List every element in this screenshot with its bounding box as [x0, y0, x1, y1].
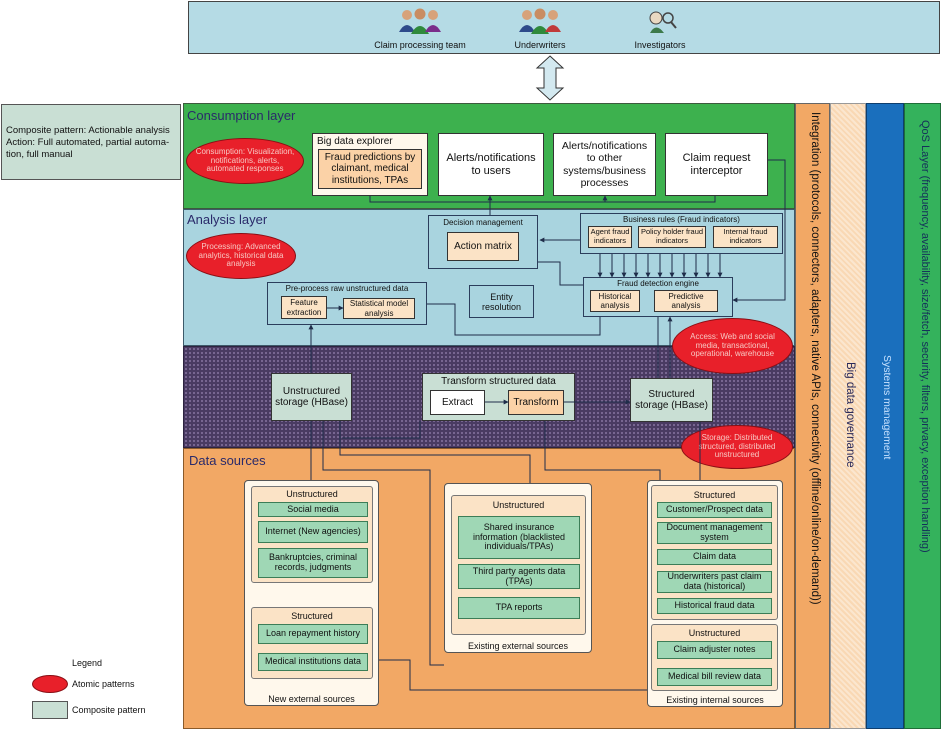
predictive-analysis-box: Predictive analysis: [654, 290, 718, 312]
layer-title: Consumption layer: [187, 108, 296, 123]
governance-label: Big data governance: [844, 362, 856, 468]
people-group-icon: [519, 8, 561, 34]
systems-bar: [866, 103, 904, 729]
note-line: Action: Full automated, partial automa-: [6, 136, 170, 148]
user-investigators: Investigators: [610, 3, 710, 53]
extract-box: Extract: [430, 390, 485, 415]
list-item: Medical bill review data: [657, 668, 772, 686]
list-item: TPA reports: [458, 597, 580, 619]
list-item: Medical institutions data: [258, 653, 368, 671]
group-title: Unstructured: [286, 489, 338, 499]
user-label: Underwriters: [514, 40, 566, 50]
user-label: Claim processing team: [374, 40, 466, 50]
legend-atomic-swatch: [32, 675, 68, 693]
atomic-pattern-oval: Storage: Distributed structured, distrib…: [681, 425, 793, 469]
alerts-users-box: Alerts/notifications to users: [438, 133, 544, 196]
atomic-pattern-oval: Access: Web and social media, transactio…: [672, 318, 793, 374]
qos-label: QoS Layer (frequency, availability, size…: [919, 120, 931, 553]
explorer-title: Big data explorer: [317, 136, 393, 147]
fraud-predictions-box: Fraud predictions by claimant, medical i…: [318, 149, 422, 189]
list-item: Underwriters past claim data (historical…: [657, 571, 772, 593]
atomic-pattern-oval: Consumption: Visualization, notification…: [186, 138, 304, 184]
list-item: Claim adjuster notes: [657, 641, 772, 659]
list-item: Social media: [258, 502, 368, 517]
preprocess-title: Pre-process raw unstructured data: [285, 284, 409, 293]
historical-analysis-box: Historical analysis: [590, 290, 640, 312]
structured-storage-box: Structured storage (HBase): [630, 378, 713, 422]
transform-box: Transform: [508, 390, 564, 415]
group-title: Structured: [291, 611, 333, 621]
panel-footer: Existing external sources: [467, 641, 569, 651]
layer-title: Analysis layer: [187, 212, 268, 227]
group-title: Unstructured: [492, 500, 545, 510]
panel-footer: Existing internal sources: [666, 695, 764, 705]
list-item: Shared insurance information (blackliste…: [458, 516, 580, 559]
internal-fraud-box: Internal fraud indicators: [713, 226, 778, 248]
governance-bar: [830, 103, 866, 729]
layer-title: Data sources: [189, 453, 266, 468]
list-item: Bankruptcies, criminal records, judgment…: [258, 548, 368, 578]
legend-composite-swatch: [32, 701, 68, 719]
people-group-icon: [399, 8, 441, 34]
user-underwriters: Underwriters: [490, 3, 590, 53]
list-item: Third party agents data (TPAs): [458, 564, 580, 589]
list-item: Claim data: [657, 549, 772, 565]
integration-label: Integration (protocols, connectors, adap…: [809, 112, 821, 605]
list-item: Document management system: [657, 522, 772, 544]
user-label: Investigators: [634, 40, 686, 50]
alerts-other-box: Alerts/notifications to other systems/bu…: [553, 133, 656, 196]
rules-title: Business rules (Fraud indicators): [623, 215, 740, 224]
composite-note: Composite pattern: Actionable analysis A…: [1, 104, 181, 180]
statistical-model-box: Statistical model analysis: [343, 298, 415, 319]
entity-resolution-box: Entity resolution: [469, 285, 534, 318]
legend-composite-label: Composite pattern: [72, 705, 146, 715]
claim-interceptor-box: Claim request interceptor: [665, 133, 768, 196]
note-line: tion, full manual: [6, 148, 73, 160]
list-item: Customer/Prospect data: [657, 502, 772, 518]
integration-bar: [795, 103, 830, 729]
group-title: Unstructured: [688, 628, 741, 638]
list-item: Historical fraud data: [657, 598, 772, 614]
transform-title: Transform structured data: [441, 376, 556, 387]
user-claim-team: Claim processing team: [360, 3, 480, 53]
policy-holder-box: Policy holder fraud indicators: [638, 226, 706, 248]
panel-footer: New external sources: [268, 694, 355, 704]
legend-title: Legend: [72, 658, 103, 668]
atomic-pattern-oval: Processing: Advanced analytics, historic…: [186, 233, 296, 279]
qos-bar: [904, 103, 941, 729]
agent-fraud-box: Agent fraud indicators: [588, 226, 632, 248]
legend-atomic-label: Atomic patterns: [72, 679, 135, 689]
note-line: Composite pattern: Actionable analysis: [6, 125, 170, 136]
systems-label: Systems management: [881, 355, 893, 460]
feature-extraction-box: Feature extraction: [281, 296, 327, 319]
double-arrow: [535, 55, 565, 101]
users-bar: [188, 1, 940, 54]
entity-label: Entity resolution: [481, 291, 522, 312]
decision-title: Decision management: [443, 218, 523, 227]
action-matrix-box: Action matrix: [447, 232, 519, 261]
engine-title: Fraud detection engine: [617, 279, 699, 288]
list-item: Internet (New agencies): [258, 521, 368, 543]
unstructured-storage-box: Unstructured storage (HBase): [271, 373, 352, 421]
list-item: Loan repayment history: [258, 624, 368, 644]
investigator-icon: [649, 11, 677, 33]
group-title: Structured: [693, 490, 736, 500]
